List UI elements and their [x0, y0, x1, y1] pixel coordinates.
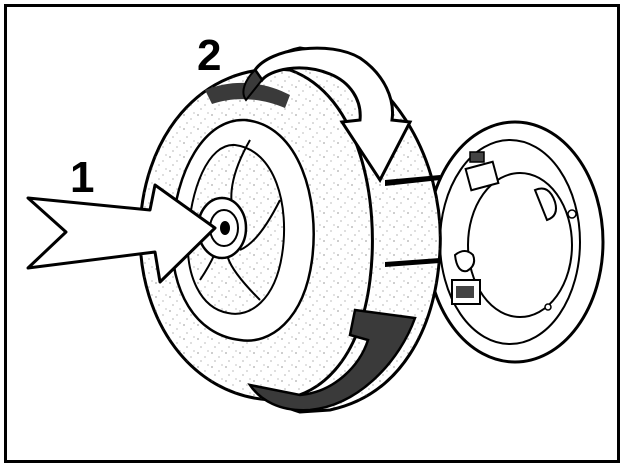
- curved-rotation-arrow: [242, 46, 417, 412]
- motor-mount-ring: [425, 120, 605, 364]
- arrow-label-1: 1: [70, 153, 95, 202]
- straight-inflow-arrow: [26, 183, 217, 284]
- arrow-label-2: 2: [197, 31, 222, 80]
- figure-border: [4, 4, 620, 463]
